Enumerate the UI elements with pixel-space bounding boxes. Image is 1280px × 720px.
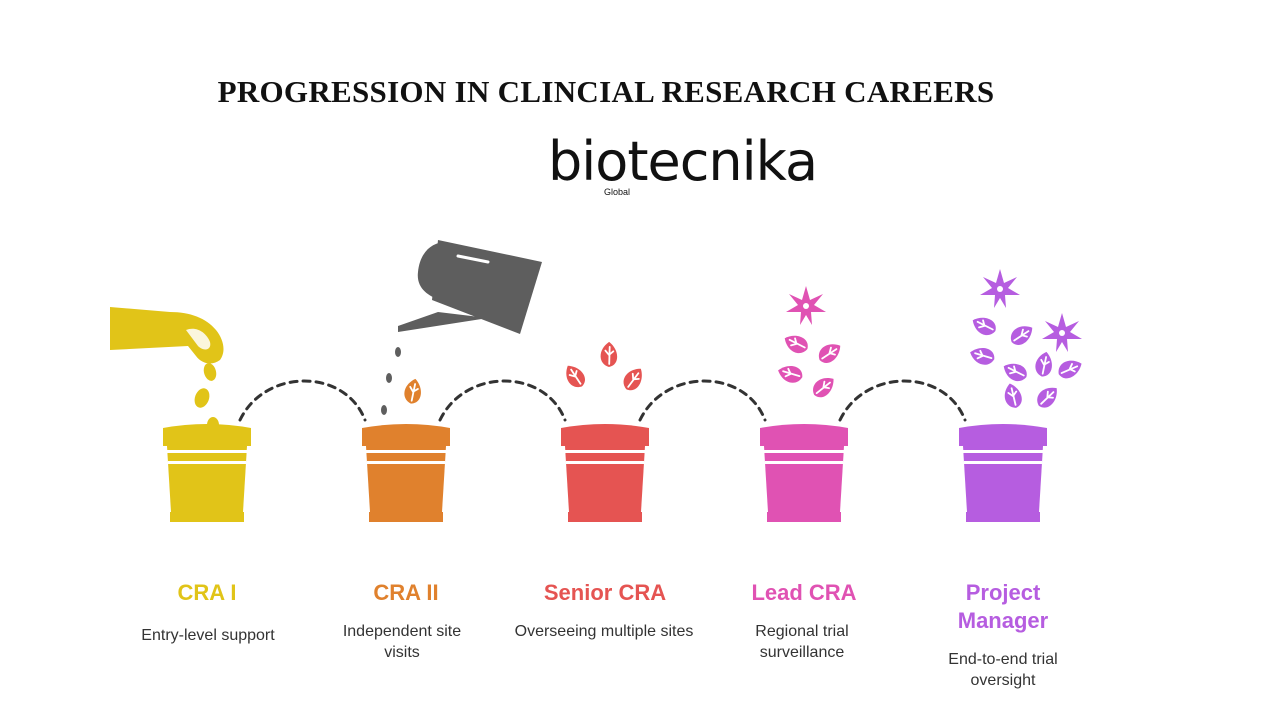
leaf-icon	[966, 342, 998, 369]
leaf-icon	[1001, 381, 1025, 411]
flower-icon	[980, 269, 1020, 308]
pot-icon	[163, 424, 251, 522]
stage-1-description: Entry-level support	[141, 627, 275, 644]
page-title: PROGRESSION IN CLINCIAL RESEARCH CAREERS	[217, 74, 995, 109]
stage-1-title: CRA I	[177, 580, 237, 605]
logo-subtitle: Global	[604, 187, 631, 197]
leaf-icon	[807, 372, 840, 402]
flower-icon	[786, 286, 826, 325]
leaf-icon	[598, 340, 620, 369]
leaf-icon	[618, 363, 649, 395]
stage-2-description: Independent site visits	[342, 623, 462, 661]
stage-4-title: Lead CRA	[751, 580, 857, 605]
progression-connectors	[238, 379, 967, 422]
leaf-icon	[1031, 349, 1057, 380]
watering-can-icon	[398, 240, 542, 334]
pot-icon	[760, 424, 848, 522]
leaf-icon	[1054, 355, 1086, 382]
leaf-icon	[968, 311, 1000, 340]
leaf-icon	[560, 360, 590, 392]
pot-icon	[959, 424, 1047, 522]
leaf-icon	[999, 357, 1031, 386]
stage-2-title: CRA II	[373, 580, 439, 605]
pot-icon	[362, 424, 450, 522]
leaf-icon	[780, 329, 812, 358]
stage-3-description: Overseeing multiple sites	[514, 623, 694, 640]
water-drop-icons	[381, 347, 401, 415]
stage-5-description: End-to-end trial oversight	[948, 651, 1058, 689]
stage-4-description: Regional trial surveillance	[755, 623, 849, 661]
connector-arc-3	[638, 379, 767, 422]
pot-icon	[561, 424, 649, 522]
flower-icon	[1042, 313, 1082, 352]
biotecnika-logo: biotecnika Global	[546, 130, 826, 222]
stage-3-title: Senior CRA	[543, 580, 667, 605]
leaf-icon	[400, 376, 426, 407]
connector-arc-1	[238, 379, 367, 422]
leaf-icon	[814, 338, 846, 368]
leaf-icon	[1006, 320, 1038, 350]
connector-arc-4	[838, 379, 967, 422]
logo-wordmark: biotecnika	[548, 130, 818, 193]
connector-arc-2	[438, 379, 567, 422]
hand-icon	[110, 307, 224, 364]
leaf-icon	[1031, 381, 1064, 413]
seed-icons	[194, 363, 219, 433]
leaf-icon	[774, 360, 806, 387]
stage-5-title: Project Manager	[957, 580, 1049, 633]
